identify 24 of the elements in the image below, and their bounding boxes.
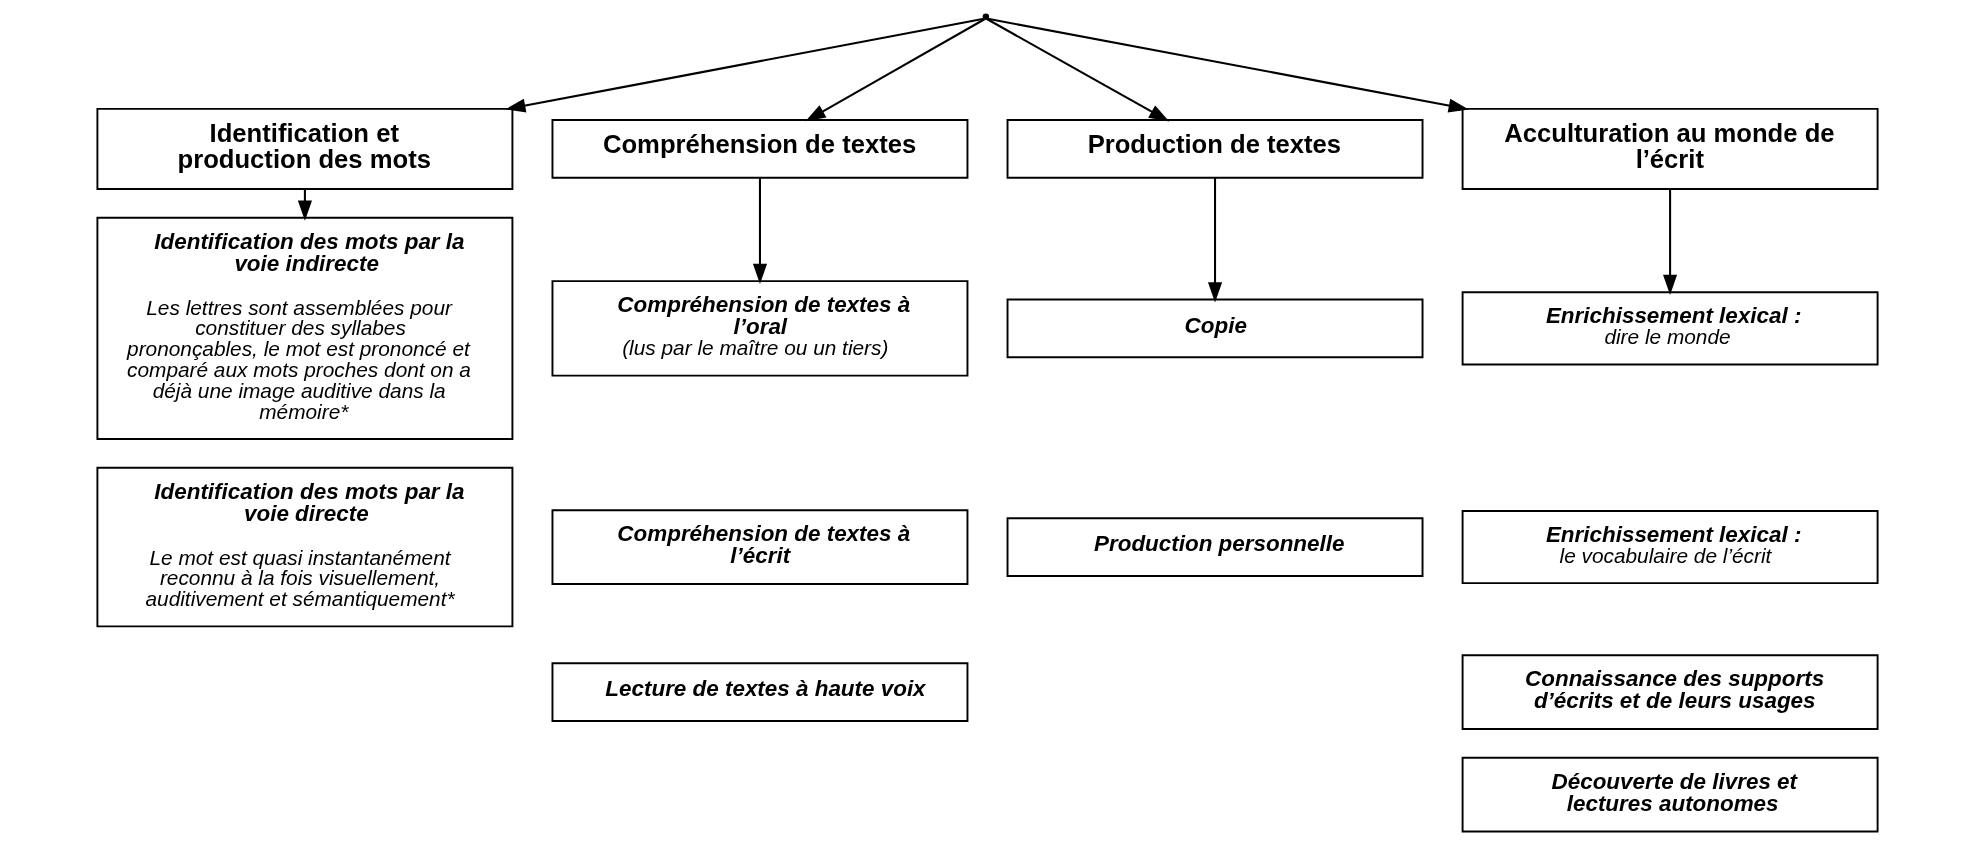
- arrow: [1207, 178, 1223, 303]
- node-box: Identification des mots par la voie indirecte Les lettres sont assemblées pour constituer des syllabes prononçables, le mot est prononcé et comparé aux mots proches dont on a déjà une image auditive dans la mémoire*: [96, 216, 514, 440]
- node-box: Compréhension de textes à l’écrit: [551, 509, 969, 585]
- node-box: Enrichissement lexical : le vocabulaire de l’écrit: [1461, 510, 1879, 585]
- node-box: Identification des mots par la voie directe Le mot est quasi instantanément reconnu à la fois visuellement, auditivement et sémantiquement*: [96, 466, 514, 628]
- arrow: [505, 17, 985, 113]
- arrow: [297, 189, 312, 221]
- node-box: Production de textes: [1006, 119, 1424, 179]
- node-box: Identification et production des mots: [96, 107, 514, 190]
- node-box: Découverte de livres et lectures autonomes: [1461, 756, 1879, 833]
- arrow: [986, 18, 1170, 122]
- arrow: [1663, 189, 1678, 295]
- node-box: Acculturation au monde de l’écrit: [1461, 107, 1879, 190]
- node-box: Compréhension de textes: [551, 119, 969, 179]
- arrow: [805, 18, 985, 122]
- node-point: [982, 13, 990, 21]
- arrow: [987, 17, 1469, 113]
- node-box: Lecture de textes à haute voix: [551, 662, 969, 722]
- node-box: Connaissance des supports d’écrits et de leurs usages: [1461, 654, 1879, 730]
- node-box: Enrichissement lexical : dire le monde: [1461, 291, 1879, 366]
- node-box: Production personnelle: [1006, 517, 1424, 577]
- node-box: Copie: [1006, 298, 1424, 359]
- arrow: [752, 178, 768, 285]
- node-box: Compréhension de textes à l’oral (lus par le maître ou un tiers): [551, 280, 969, 377]
